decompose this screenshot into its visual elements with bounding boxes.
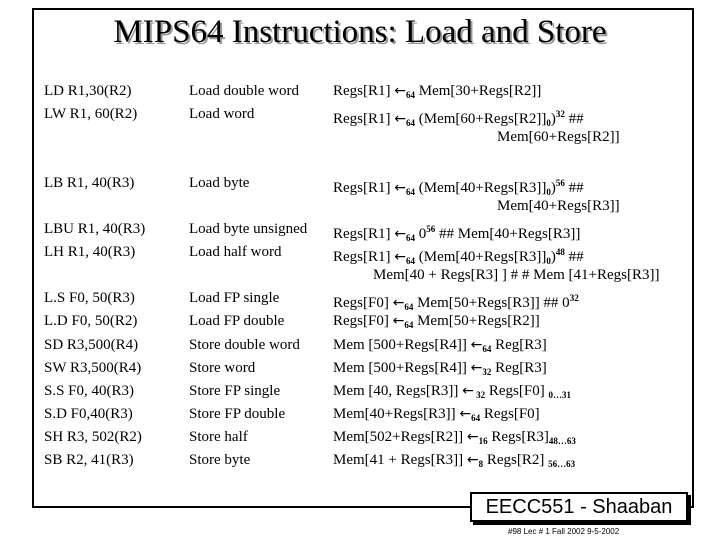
- op-sw: Mem [500+Regs[R4]] ←32 Reg[R3]: [333, 360, 547, 377]
- instr-ls: L.S F0, 50(R3): [44, 290, 135, 306]
- assign-arrow-icon: ←: [466, 429, 479, 445]
- desc-sw: Store word: [189, 360, 256, 376]
- assign-arrow-icon: ←: [462, 383, 474, 399]
- instr-sh: SH R3, 502(R2): [44, 429, 142, 445]
- assign-arrow-icon: ←: [466, 452, 479, 468]
- instr-sw: SW R3,500(R4): [44, 360, 142, 376]
- instr-ss: S.S F0, 40(R3): [44, 383, 135, 399]
- op-lh: Regs[R1] ←64 (Mem[40+Regs[R3]]0)48 ##: [333, 247, 584, 266]
- desc-ld-fp: Load FP double: [189, 313, 285, 329]
- desc-sb: Store byte: [189, 452, 251, 468]
- slide-frame: [32, 8, 694, 508]
- instr-lh: LH R1, 40(R3): [44, 244, 136, 260]
- instr-ld: LD R1,30(R2): [44, 83, 132, 99]
- assign-arrow-icon: ←: [470, 337, 483, 353]
- instr-ld-fp: L.D F0, 50(R2): [44, 313, 138, 329]
- op-ls: Regs[F0] ←64 Mem[50+Regs[R3]] ## 032: [333, 293, 579, 312]
- assign-arrow-icon: ←: [394, 180, 406, 196]
- assign-arrow-icon: ←: [394, 111, 406, 127]
- instr-lbu: LBU R1, 40(R3): [44, 221, 146, 237]
- course-badge: EECC551 - Shaaban: [470, 492, 688, 522]
- desc-lbu: Load byte unsigned: [189, 221, 308, 237]
- op-lbu: Regs[R1] ←64 056 ## Mem[40+Regs[R3]]: [333, 224, 581, 243]
- op-lw: Regs[R1] ←64 (Mem[60+Regs[R2]]0)32 ##: [333, 109, 584, 128]
- op-lb: Regs[R1] ←64 (Mem[40+Regs[R3]]0)56 ##: [333, 178, 584, 197]
- op-sd-fp: Mem[40+Regs[R3]] ←64 Regs[F0]: [333, 406, 540, 423]
- desc-lh: Load half word: [189, 244, 282, 260]
- instr-sd: SD R3,500(R4): [44, 337, 139, 353]
- op-lh-cont: Mem[40 + Regs[R3] ] # # Mem [41+Regs[R3]…: [373, 267, 660, 283]
- desc-lw: Load word: [189, 106, 255, 122]
- instr-lb: LB R1, 40(R3): [44, 175, 135, 191]
- op-sh: Mem[502+Regs[R2]] ←16 Regs[R3]48…63: [333, 429, 576, 446]
- op-lb-cont: Mem[40+Regs[R3]]: [497, 198, 620, 214]
- assign-arrow-icon: ←: [392, 295, 405, 311]
- instr-lw: LW R1, 60(R2): [44, 106, 138, 122]
- op-sb: Mem[41 + Regs[R3]] ←8 Regs[R2] 56…63: [333, 452, 576, 469]
- op-ss: Mem [40, Regs[R3]] ← 32 Regs[F0] 0…31: [333, 383, 571, 400]
- instr-sd-fp: S.D F0,40(R3): [44, 406, 133, 422]
- desc-ss: Store FP single: [189, 383, 281, 399]
- instr-sb: SB R2, 41(R3): [44, 452, 134, 468]
- op-ld-fp: Regs[F0] ←64 Mem[50+Regs[R2]]: [333, 313, 540, 330]
- assign-arrow-icon: ←: [459, 406, 472, 422]
- assign-arrow-icon: ←: [392, 313, 405, 329]
- desc-sh: Store half: [189, 429, 248, 445]
- desc-lb: Load byte: [189, 175, 250, 191]
- desc-ls: Load FP single: [189, 290, 280, 306]
- desc-ld: Load double word: [189, 83, 299, 99]
- op-lw-cont: Mem[60+Regs[R2]]: [497, 129, 620, 145]
- op-ld: Regs[R1] ←64 Mem[30+Regs[R2]]: [333, 83, 542, 100]
- slide-footer: #98 Lec # 1 Fall 2002 9-5-2002: [508, 527, 620, 536]
- assign-arrow-icon: ←: [470, 360, 483, 376]
- slide-title: MIPS64 Instructions: Load and Store: [113, 14, 607, 50]
- assign-arrow-icon: ←: [394, 83, 406, 99]
- op-sd: Mem [500+Regs[R4]] ←64 Reg[R3]: [333, 337, 547, 354]
- desc-sd-fp: Store FP double: [189, 406, 286, 422]
- assign-arrow-icon: ←: [394, 249, 406, 265]
- assign-arrow-icon: ←: [394, 226, 406, 242]
- desc-sd: Store double word: [189, 337, 300, 353]
